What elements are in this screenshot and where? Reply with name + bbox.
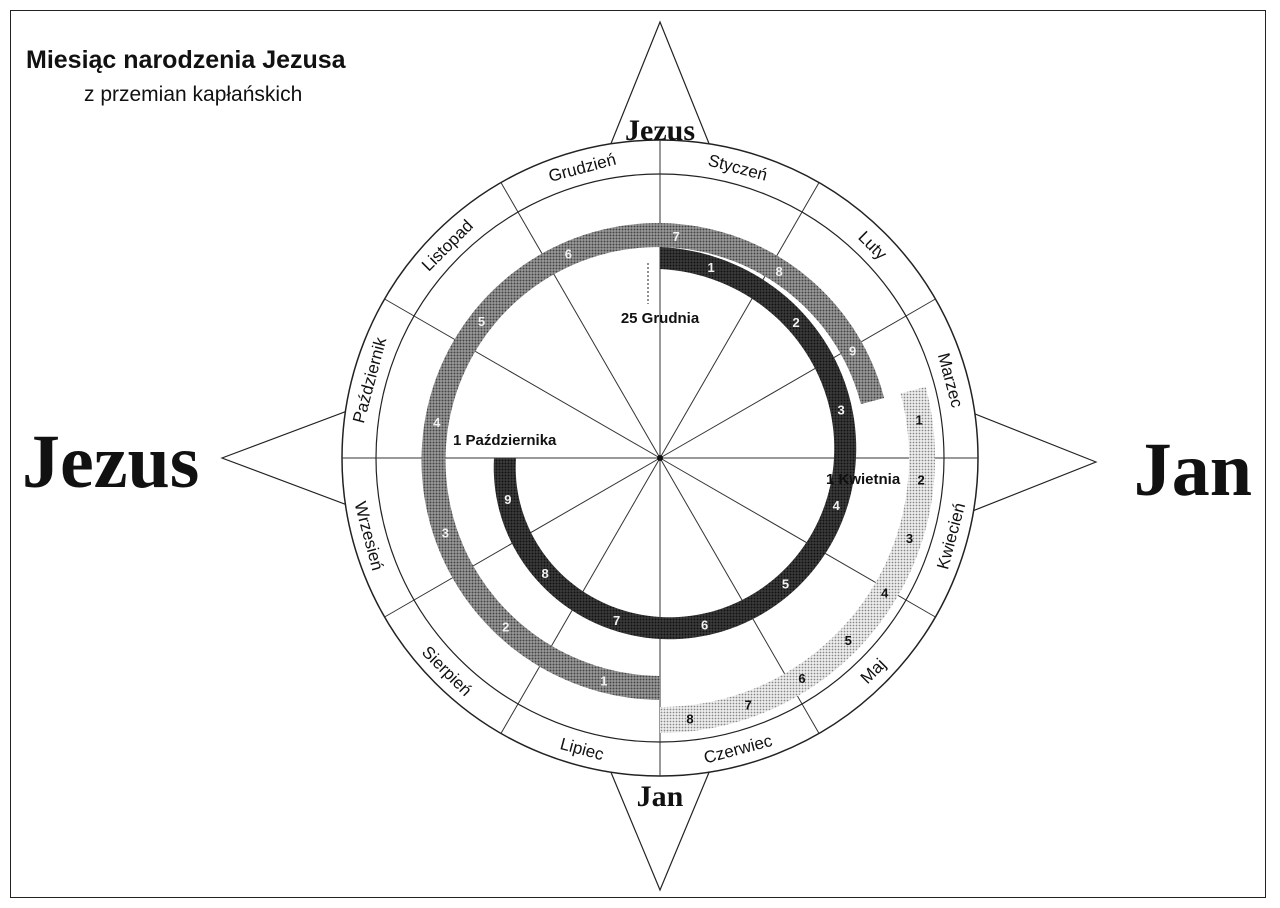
diagram-frame (10, 10, 1266, 898)
month-divider (384, 298, 661, 459)
band-marker: 6 (798, 671, 805, 686)
compass-point-right (969, 411, 1098, 513)
compass-bottom-label: Jan (637, 780, 684, 813)
band-marker: 1 (707, 260, 714, 275)
label-oct1: 1 Października (453, 432, 557, 449)
band-marker: 1 (600, 673, 607, 688)
band-marker: 7 (745, 698, 752, 713)
band-marker: 9 (849, 344, 856, 359)
band-marker: 7 (613, 613, 620, 628)
band-marker: 3 (906, 531, 913, 546)
label-dec25: 25 Grudnia (621, 310, 700, 327)
band-marker: 4 (433, 415, 441, 430)
band-marker: 5 (845, 633, 852, 648)
center-point (657, 455, 663, 461)
band-marker: 7 (673, 229, 680, 244)
band-marker: 5 (782, 577, 789, 592)
band-marker: 3 (442, 526, 449, 541)
label-apr1: 1 Kwietnia (826, 471, 901, 488)
band-marker: 4 (833, 498, 841, 513)
month-divider (659, 182, 820, 459)
band-marker: 5 (478, 314, 485, 329)
band-jan (660, 386, 935, 733)
band-marker: 8 (686, 711, 693, 726)
diagram-subtitle: z przemian kapłańskich (84, 83, 303, 106)
month-divider (659, 298, 936, 459)
compass-point-left (220, 409, 351, 507)
band-marker: 9 (504, 492, 511, 507)
band-marker: 8 (775, 264, 782, 279)
rotation-bands: 1 2 3 4 5 6 7 8 9 1 2 3 4 5 6 7 8 9 1 2 3 4 5 6 7 8 (421, 223, 935, 733)
compass-left-label: Jezus (22, 420, 199, 504)
band-marker: 2 (502, 619, 509, 634)
band-marker: 1 (916, 413, 923, 428)
band-marker: 4 (881, 586, 889, 601)
band-marker: 3 (837, 402, 844, 417)
band-marker: 2 (918, 472, 925, 487)
band-marker: 6 (565, 247, 572, 262)
band-marker: 8 (541, 566, 548, 581)
compass-top-label: Jezus (625, 114, 695, 147)
band-marker: 6 (701, 618, 708, 633)
band-marker: 2 (793, 315, 800, 330)
month-divider (500, 182, 661, 459)
compass-star (220, 20, 1098, 892)
diagram-title: Miesiąc narodzenia Jezusa (26, 46, 346, 74)
compass-right-label: Jan (1134, 428, 1252, 512)
